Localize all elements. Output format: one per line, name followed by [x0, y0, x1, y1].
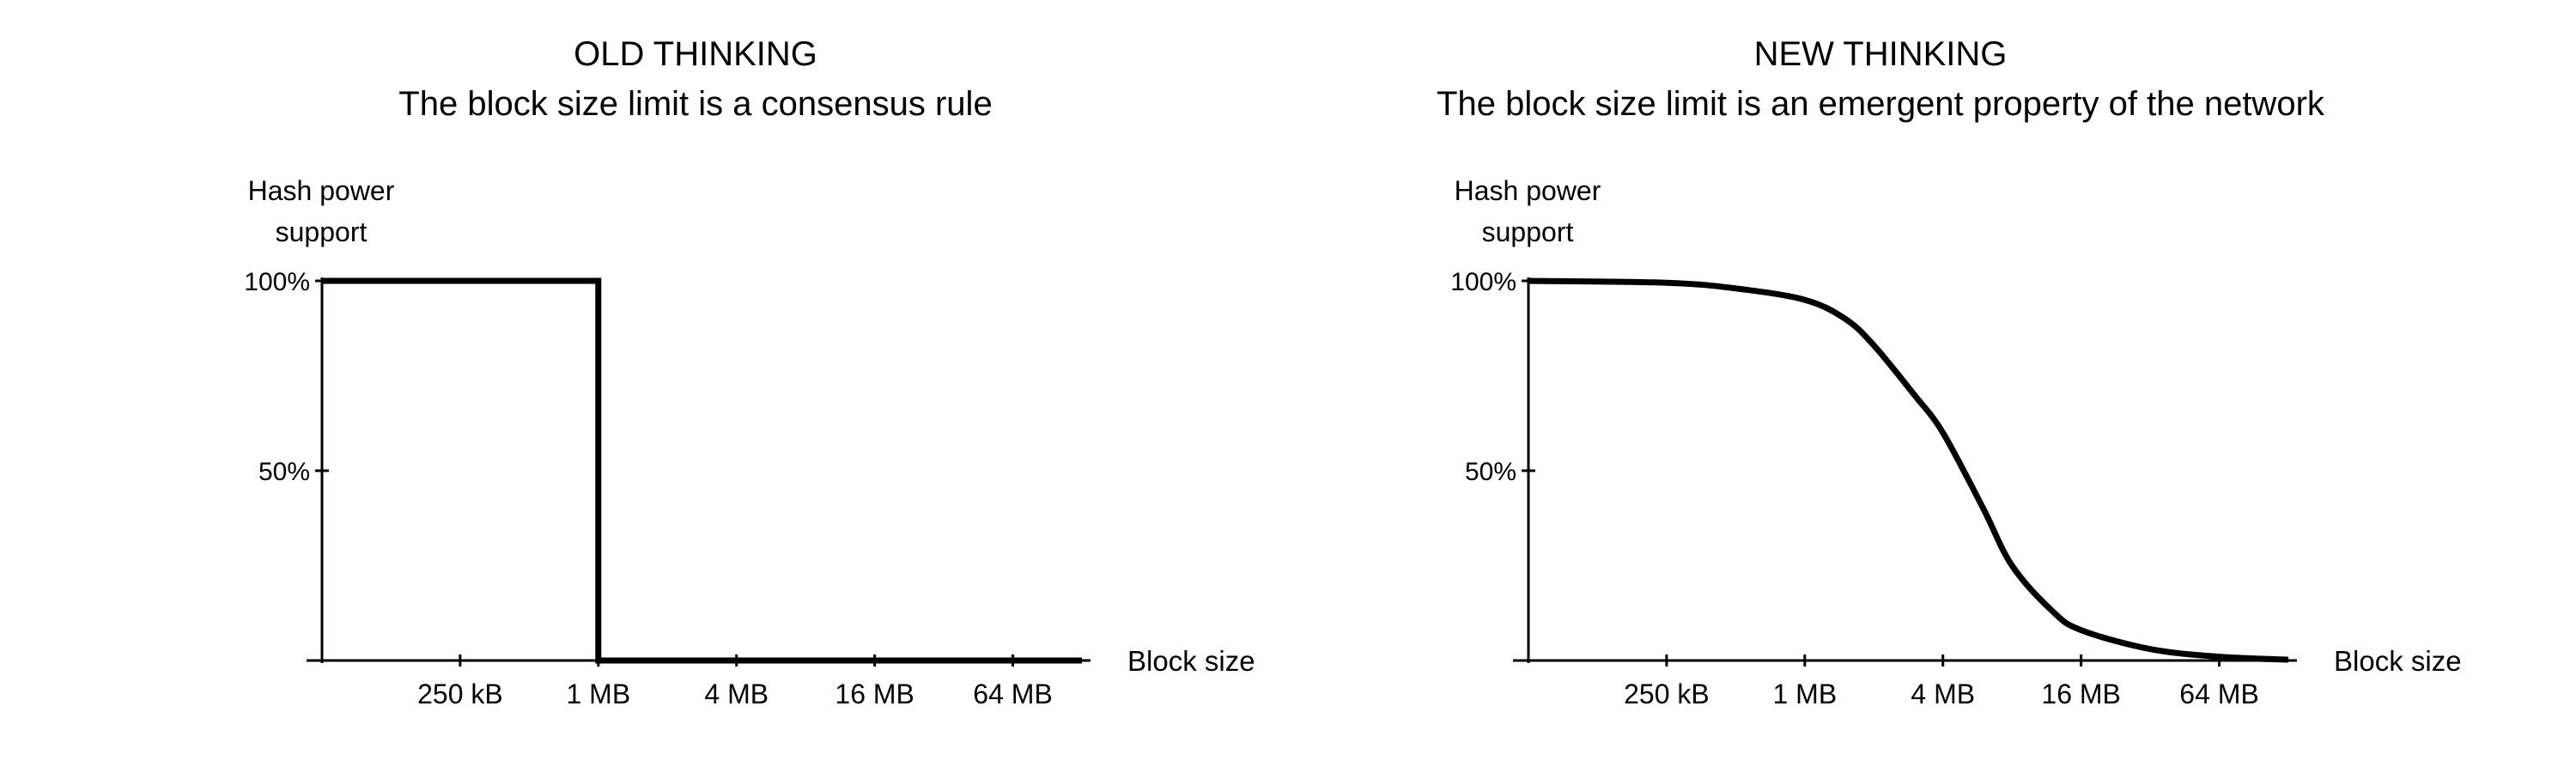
left-chart-group: 100% 50% Hash power support 250 kB 1 MB 4 MB 16…: [244, 175, 1255, 709]
right-y-axis-label: Hash power: [1455, 175, 1601, 206]
left-y-axis-label: Hash power: [248, 175, 395, 206]
right-y-tick-label: 50%: [1465, 458, 1516, 486]
right-y-tick-label: 100%: [1450, 268, 1516, 296]
left-y-axis-label: support: [276, 216, 368, 247]
right-chart-subtitle: The block size limit is an emergent prop…: [1437, 85, 2324, 123]
left-chart-subtitle: The block size limit is a consensus rule: [398, 85, 993, 123]
left-hash-power-curve: [322, 277, 1082, 664]
right-chart-title: NEW THINKING: [1753, 35, 2008, 73]
right-x-tick-label: 16 MB: [2041, 679, 2120, 709]
right-hash-power-curve: [1528, 277, 2289, 663]
left-y-tick-label: 50%: [258, 458, 310, 486]
right-x-axis-label: Block size: [2334, 645, 2462, 677]
left-y-tick-label: 100%: [244, 268, 310, 296]
left-x-tick-label: 250 kB: [417, 679, 503, 709]
right-x-tick-label: 1 MB: [1772, 679, 1837, 709]
right-x-tick-label: 250 kB: [1624, 679, 1710, 709]
right-x-tick-label: 4 MB: [1911, 679, 1975, 709]
right-y-axis-label: support: [1482, 216, 1574, 247]
left-x-tick-label: 64 MB: [973, 679, 1052, 709]
right-chart-group: 100% 50% Hash power support 250 kB 1 MB 4 MB 16…: [1450, 175, 2461, 709]
right-x-tick-label: 64 MB: [2179, 679, 2258, 709]
left-chart-title: OLD THINKING: [574, 35, 817, 73]
left-x-tick-label: 1 MB: [566, 679, 630, 709]
left-x-axis-label: Block size: [1127, 645, 1255, 677]
left-x-tick-label: 16 MB: [835, 679, 914, 709]
left-x-tick-label: 4 MB: [704, 679, 769, 709]
